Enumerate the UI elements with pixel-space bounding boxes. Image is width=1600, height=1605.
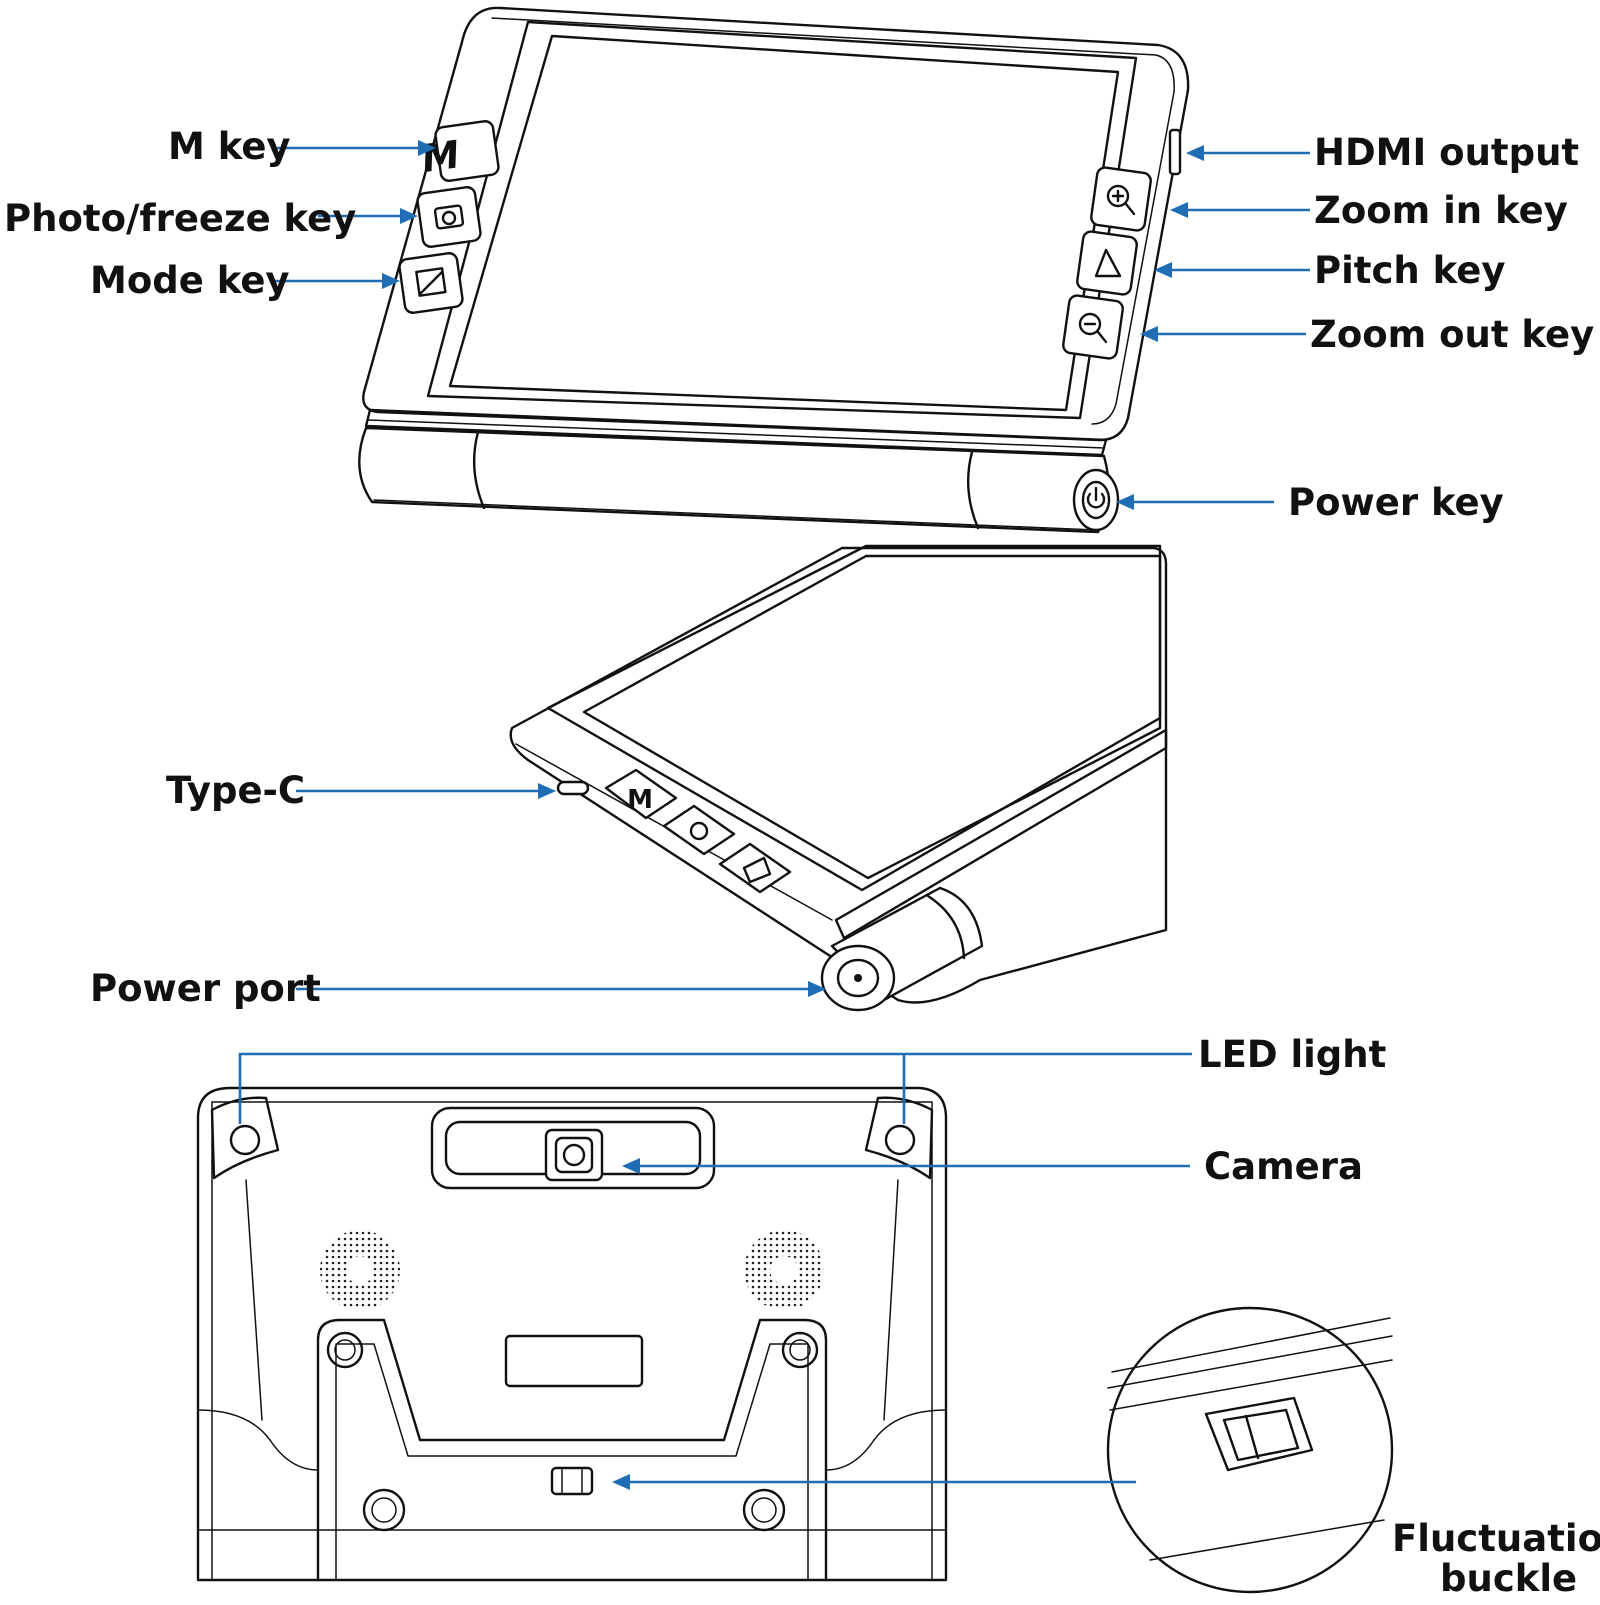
stand-bracket bbox=[316, 1318, 828, 1582]
angled-mode-key[interactable] bbox=[718, 842, 792, 894]
zoom-out-key[interactable] bbox=[1062, 294, 1124, 360]
buckle-detail bbox=[1106, 1306, 1394, 1594]
label-buckle: buckle bbox=[1440, 1557, 1578, 1600]
power-key-button[interactable] bbox=[1072, 468, 1120, 532]
label-power-port: Power port bbox=[90, 967, 321, 1010]
label-type-c: Type-C bbox=[166, 769, 306, 812]
label-zoom-out-key: Zoom out key bbox=[1310, 313, 1595, 356]
label-camera: Camera bbox=[1204, 1145, 1363, 1188]
power-port-jack bbox=[820, 944, 896, 1012]
back-body bbox=[196, 1086, 948, 1582]
label-zoom-in-key: Zoom in key bbox=[1314, 189, 1568, 232]
m-key-glyph: M bbox=[421, 132, 460, 183]
zoom-out-icon bbox=[1078, 312, 1108, 344]
back-view bbox=[196, 1086, 948, 1582]
angled-view: M bbox=[509, 544, 1168, 1012]
label-pitch-key: Pitch key bbox=[1314, 249, 1506, 292]
zoom-in-key[interactable] bbox=[1090, 166, 1152, 232]
buckle-small bbox=[550, 1466, 594, 1496]
screen-bezel bbox=[426, 20, 1138, 420]
angled-photo-key[interactable] bbox=[662, 804, 736, 856]
label-m-key: M key bbox=[168, 125, 291, 168]
camera-icon bbox=[433, 204, 465, 230]
angled-m-glyph: M bbox=[627, 785, 653, 815]
led-left bbox=[229, 1124, 261, 1156]
type-c-port bbox=[556, 780, 590, 796]
label-hdmi-output: HDMI output bbox=[1314, 131, 1580, 174]
angled-m-key[interactable]: M bbox=[604, 768, 678, 820]
buckle-detail-part bbox=[1204, 1396, 1314, 1472]
zoom-in-icon bbox=[1106, 184, 1136, 216]
mode-icon bbox=[415, 267, 447, 297]
photo-freeze-key[interactable] bbox=[416, 186, 482, 248]
mode-key[interactable] bbox=[398, 252, 464, 314]
label-led-light: LED light bbox=[1198, 1033, 1387, 1076]
camera-lens bbox=[544, 1128, 604, 1182]
m-key[interactable]: M bbox=[421, 120, 500, 183]
pitch-icon bbox=[1094, 248, 1122, 278]
front-view: M bbox=[358, 6, 1190, 534]
screen bbox=[448, 34, 1120, 412]
label-fluctuation: Fluctuation bbox=[1392, 1517, 1600, 1560]
label-photo-freeze-key: Photo/freeze key bbox=[4, 197, 357, 240]
hdmi-port bbox=[1168, 128, 1182, 176]
leader-lines bbox=[238, 140, 1310, 1490]
label-power-key: Power key bbox=[1288, 481, 1504, 524]
pitch-key[interactable] bbox=[1076, 230, 1138, 296]
label-plate bbox=[504, 1334, 644, 1388]
tablet-body bbox=[362, 6, 1190, 442]
angled-screen bbox=[582, 554, 1162, 880]
label-mode-key: Mode key bbox=[90, 259, 290, 302]
power-icon bbox=[1086, 486, 1106, 509]
led-right bbox=[884, 1124, 916, 1156]
